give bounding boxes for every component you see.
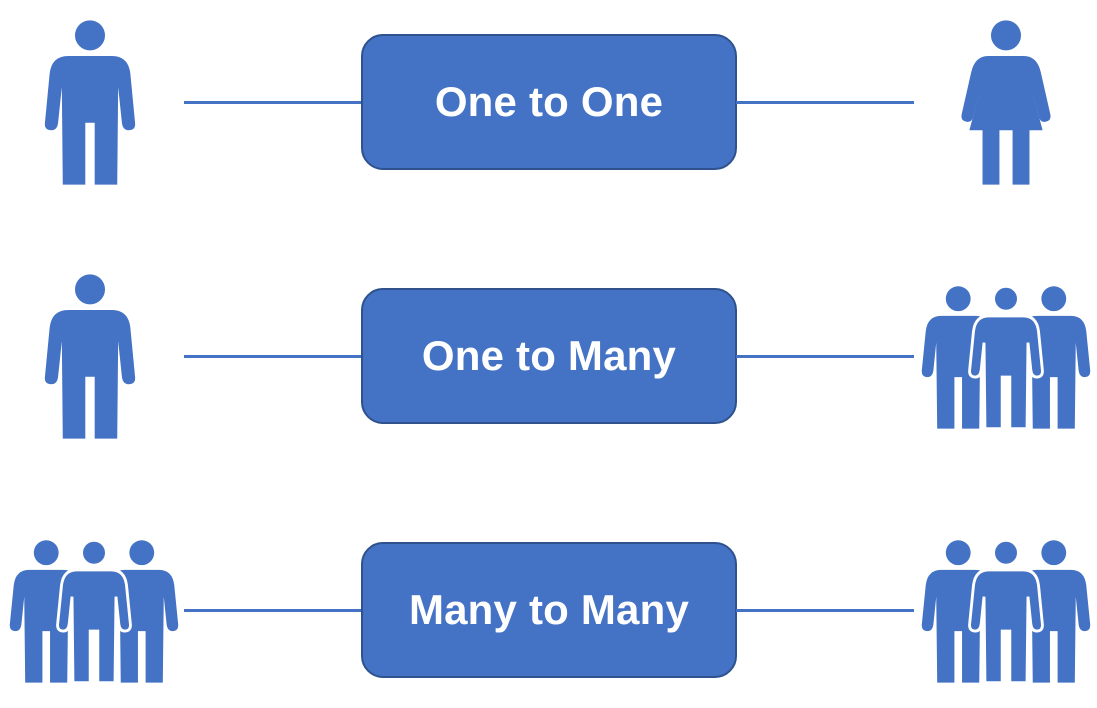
relationship-label-box: One to Many: [361, 288, 737, 424]
connector-line-right: [736, 355, 914, 358]
group-of-people-icon: [8, 534, 180, 688]
connector-line-left: [184, 609, 362, 612]
relationship-row-one-to-many: One to Many: [0, 254, 1097, 454]
connector-line-right: [736, 101, 914, 104]
connector-line-left: [184, 355, 362, 358]
relationship-label: One to One: [434, 78, 664, 125]
female-person-icon: [960, 14, 1052, 192]
relationship-row-many-to-many: Many to Many: [0, 508, 1097, 708]
connector-line-right: [736, 609, 914, 612]
group-of-people-icon: [920, 280, 1092, 434]
male-person-icon: [44, 14, 136, 192]
male-person-icon: [44, 268, 136, 446]
connector-line-left: [184, 101, 362, 104]
relationship-label: One to Many: [421, 332, 677, 379]
relationship-label: Many to Many: [408, 586, 690, 633]
relationship-row-one-to-one: One to One: [0, 0, 1097, 200]
group-of-people-icon: [920, 534, 1092, 688]
relationship-label-box: Many to Many: [361, 542, 737, 678]
relationship-label-box: One to One: [361, 34, 737, 170]
